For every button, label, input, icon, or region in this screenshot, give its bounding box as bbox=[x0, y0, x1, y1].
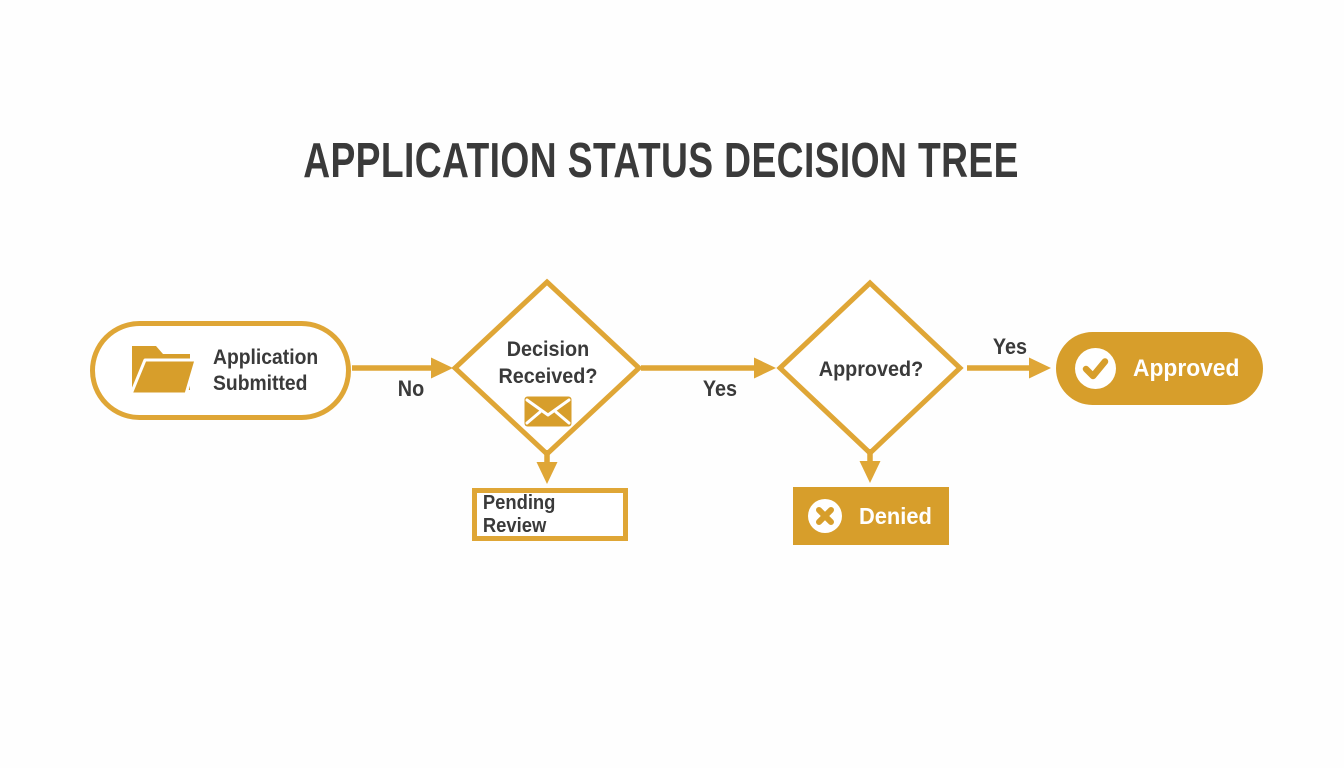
check-circle-icon bbox=[1075, 348, 1116, 389]
arrowhead-decision-to-pending bbox=[536, 462, 558, 484]
node-pending-review-label: Pending Review bbox=[482, 491, 556, 537]
edge-label-yes-decision: Yes bbox=[702, 376, 738, 401]
node-application-submitted-label: Application Submitted bbox=[213, 345, 319, 395]
node-denied-label: Denied bbox=[859, 502, 932, 529]
arrowhead-approval-to-denied bbox=[859, 461, 881, 483]
edge-label-no: No bbox=[397, 376, 425, 401]
node-approved-label: Approved bbox=[1133, 354, 1240, 382]
arrowhead-start-to-decision bbox=[431, 357, 453, 379]
node-denied: Denied bbox=[793, 487, 949, 545]
node-approved: Approved bbox=[1056, 332, 1263, 405]
page-title: APPLICATION STATUS DECISION TREE bbox=[303, 134, 1019, 188]
node-pending-review: Pending Review bbox=[472, 488, 628, 541]
arrowhead-decision-to-approval bbox=[754, 357, 776, 379]
arrowhead-approval-to-approved bbox=[1029, 357, 1051, 379]
node-application-submitted: Application Submitted bbox=[90, 321, 351, 420]
x-circle-icon bbox=[808, 499, 842, 533]
node-decision-received-label: Decision Received? bbox=[498, 337, 598, 388]
envelope-icon bbox=[524, 396, 572, 427]
node-approval-decision-label: Approved? bbox=[818, 357, 924, 381]
edge-label-yes-approval: Yes bbox=[992, 334, 1028, 359]
folder-icon bbox=[129, 345, 198, 395]
